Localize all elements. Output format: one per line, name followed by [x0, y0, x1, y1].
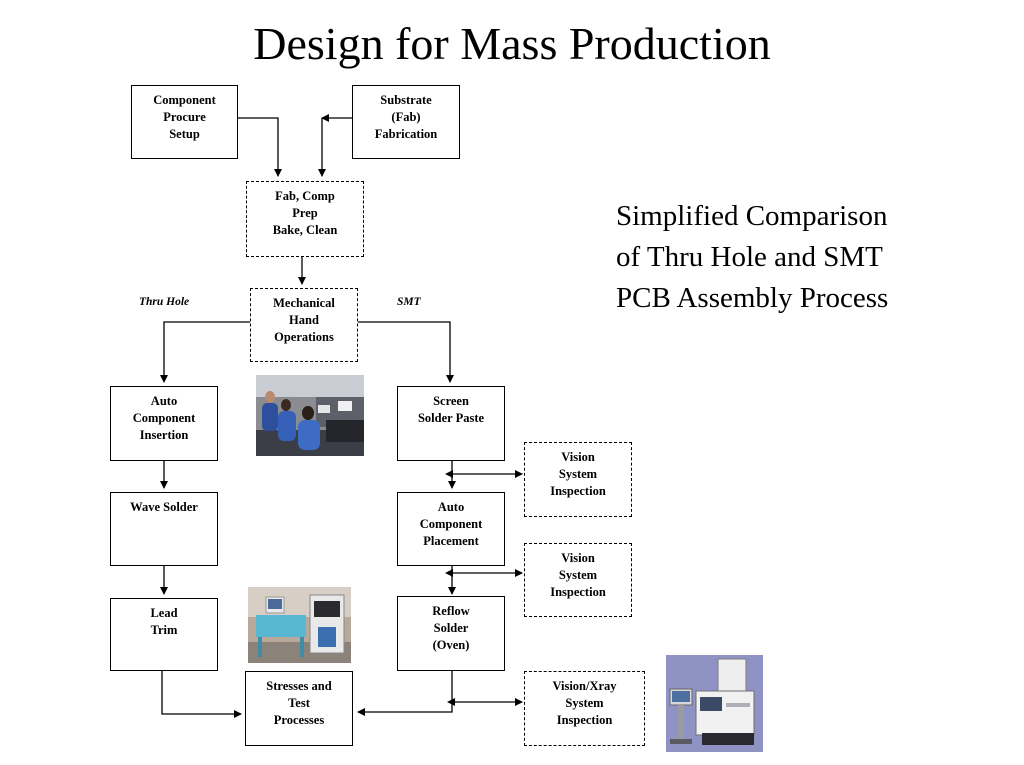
test-station-photo — [248, 587, 351, 663]
arrow-to-thru-hole — [160, 321, 250, 383]
node-component-procure: Component Procure Setup — [131, 85, 238, 159]
node-vision-inspection-1: Vision System Inspection — [524, 442, 632, 517]
arrow-trim-to-stresses — [161, 671, 242, 718]
diagram-subtitle: Simplified Comparison of Thru Hole and S… — [616, 200, 889, 314]
node-vision-inspection-2: Vision System Inspection — [524, 543, 632, 617]
page-title: Design for Mass Production — [253, 18, 771, 69]
node-fab-comp-prep: Fab, Comp Prep Bake, Clean — [246, 181, 364, 257]
node-stresses-test: Stresses and Test Processes — [245, 671, 353, 746]
branch-label-smt: SMT — [397, 296, 421, 308]
node-reflow-solder: Reflow Solder (Oven) — [397, 596, 505, 671]
xray-inspection-machine-photo — [666, 655, 763, 752]
assembly-workers-photo — [256, 375, 364, 456]
arrow-reflow-to-stresses — [357, 671, 453, 716]
node-wave-solder: Wave Solder — [110, 492, 218, 566]
arrow-to-smt — [358, 321, 454, 383]
node-lead-trim: Lead Trim — [110, 598, 218, 671]
node-screen-solder-paste: Screen Solder Paste — [397, 386, 505, 461]
node-mechanical-hand-operations: Mechanical Hand Operations — [250, 288, 358, 362]
node-auto-component-insertion: Auto Component Insertion — [110, 386, 218, 461]
branch-label-thru-hole: Thru Hole — [139, 296, 190, 308]
arrow-component-to-prep — [238, 117, 282, 177]
node-substrate-fabrication: Substrate (Fab) Fabrication — [352, 85, 460, 159]
node-vision-xray-inspection: Vision/Xray System Inspection — [524, 671, 645, 746]
node-auto-component-placement: Auto Component Placement — [397, 492, 505, 566]
